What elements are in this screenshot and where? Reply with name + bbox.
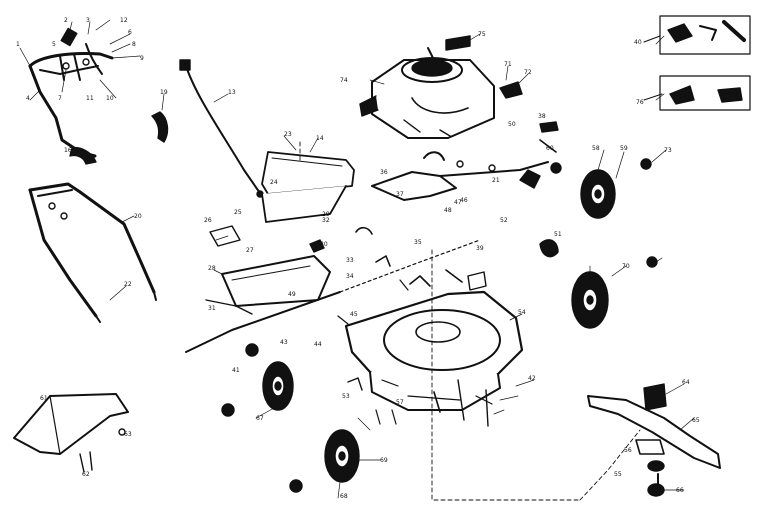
grass-deflector bbox=[13, 393, 129, 473]
callout-9: 9 bbox=[140, 55, 144, 62]
callout-leaders bbox=[19, 19, 695, 499]
callout-48: 48 bbox=[444, 207, 452, 214]
hubcaps-and-nuts bbox=[221, 158, 658, 493]
wheel-rear-left bbox=[262, 361, 294, 411]
callout-13: 13 bbox=[228, 89, 236, 96]
callout-35: 35 bbox=[414, 239, 422, 246]
callout-61: 61 bbox=[40, 395, 48, 402]
callout-58: 58 bbox=[592, 145, 600, 152]
rear-axle bbox=[185, 239, 481, 353]
callout-27: 27 bbox=[246, 247, 254, 254]
wheel-rear-bottom bbox=[324, 429, 360, 483]
callout-62: 62 bbox=[82, 471, 90, 478]
callout-14: 14 bbox=[316, 135, 324, 142]
callout-67: 67 bbox=[256, 415, 264, 422]
hardware-kit-1 bbox=[643, 15, 751, 55]
callout-73: 73 bbox=[664, 147, 672, 154]
throttle-cable bbox=[179, 59, 264, 198]
callout-70: 70 bbox=[622, 263, 630, 270]
callout-28: 28 bbox=[208, 265, 216, 272]
callout-37: 37 bbox=[396, 191, 404, 198]
callout-36: 36 bbox=[380, 169, 388, 176]
callout-64: 64 bbox=[682, 379, 690, 386]
callout-55: 55 bbox=[614, 471, 622, 478]
callout-4: 4 bbox=[26, 95, 30, 102]
callout-30: 30 bbox=[320, 241, 328, 248]
callout-26: 26 bbox=[204, 217, 212, 224]
callout-60: 60 bbox=[546, 145, 554, 152]
callout-6: 6 bbox=[128, 29, 132, 36]
wheel-front-right-lower bbox=[571, 271, 609, 329]
callout-56: 56 bbox=[624, 447, 632, 454]
callout-2: 2 bbox=[64, 17, 68, 24]
callout-23: 23 bbox=[284, 131, 292, 138]
callout-32: 32 bbox=[322, 217, 330, 224]
rear-baffle bbox=[205, 255, 331, 315]
hardware-kit-2 bbox=[643, 75, 751, 111]
wheel-front-right-upper bbox=[580, 169, 616, 219]
callout-19: 19 bbox=[160, 89, 168, 96]
callout-22: 22 bbox=[124, 281, 132, 288]
callout-69: 69 bbox=[380, 457, 388, 464]
callout-3: 3 bbox=[86, 17, 90, 24]
callout-40: 40 bbox=[634, 39, 642, 46]
callout-29: 29 bbox=[322, 211, 330, 218]
callout-52: 52 bbox=[500, 217, 508, 224]
callout-46: 46 bbox=[460, 197, 468, 204]
callout-labels: 1 2 3 4 5 6 7 8 9 10 11 12 13 14 16 19 2… bbox=[16, 17, 700, 500]
callout-57: 57 bbox=[396, 399, 404, 406]
callout-72: 72 bbox=[524, 69, 532, 76]
callout-51: 51 bbox=[554, 231, 562, 238]
engine bbox=[359, 35, 523, 139]
callout-39: 39 bbox=[476, 245, 484, 252]
callout-12: 12 bbox=[120, 17, 128, 24]
callout-5: 5 bbox=[52, 41, 56, 48]
callout-8: 8 bbox=[132, 41, 136, 48]
front-axle-lever bbox=[371, 121, 559, 201]
callout-66: 66 bbox=[676, 487, 684, 494]
callout-11: 11 bbox=[86, 95, 94, 102]
callout-38: 38 bbox=[538, 113, 546, 120]
callout-44: 44 bbox=[314, 341, 322, 348]
callout-34: 34 bbox=[346, 273, 354, 280]
callout-43: 43 bbox=[280, 339, 288, 346]
callout-21: 21 bbox=[492, 177, 500, 184]
callout-25: 25 bbox=[234, 209, 242, 216]
callout-7: 7 bbox=[58, 95, 62, 102]
upper-handle bbox=[28, 27, 114, 158]
callout-31: 31 bbox=[208, 305, 216, 312]
callout-16: 16 bbox=[64, 147, 72, 154]
callout-50: 50 bbox=[508, 121, 516, 128]
callout-76: 76 bbox=[636, 99, 644, 106]
callout-74: 74 bbox=[340, 77, 348, 84]
deck-small-parts bbox=[309, 226, 559, 425]
callout-54: 54 bbox=[518, 309, 526, 316]
callout-65: 65 bbox=[692, 417, 700, 424]
callout-20: 20 bbox=[134, 213, 142, 220]
callout-45: 45 bbox=[350, 311, 358, 318]
callout-33: 33 bbox=[346, 257, 354, 264]
blade-assembly bbox=[587, 383, 721, 497]
handle-bracket bbox=[69, 111, 169, 165]
control-panel bbox=[209, 151, 355, 247]
center-dashed-line bbox=[299, 141, 641, 501]
callout-42: 42 bbox=[528, 375, 536, 382]
callout-71: 71 bbox=[504, 61, 512, 68]
callout-63: 63 bbox=[124, 431, 132, 438]
callout-47: 47 bbox=[454, 199, 462, 206]
callout-1: 1 bbox=[16, 41, 20, 48]
callout-68: 68 bbox=[340, 493, 348, 500]
mower-deck bbox=[337, 269, 524, 427]
lower-handle bbox=[28, 182, 157, 323]
callout-53: 53 bbox=[342, 393, 350, 400]
callout-49: 49 bbox=[288, 291, 296, 298]
callout-10: 10 bbox=[106, 95, 114, 102]
callout-75: 75 bbox=[478, 31, 486, 38]
callout-59: 59 bbox=[620, 145, 628, 152]
callout-41: 41 bbox=[232, 367, 240, 374]
callout-24: 24 bbox=[270, 179, 278, 186]
